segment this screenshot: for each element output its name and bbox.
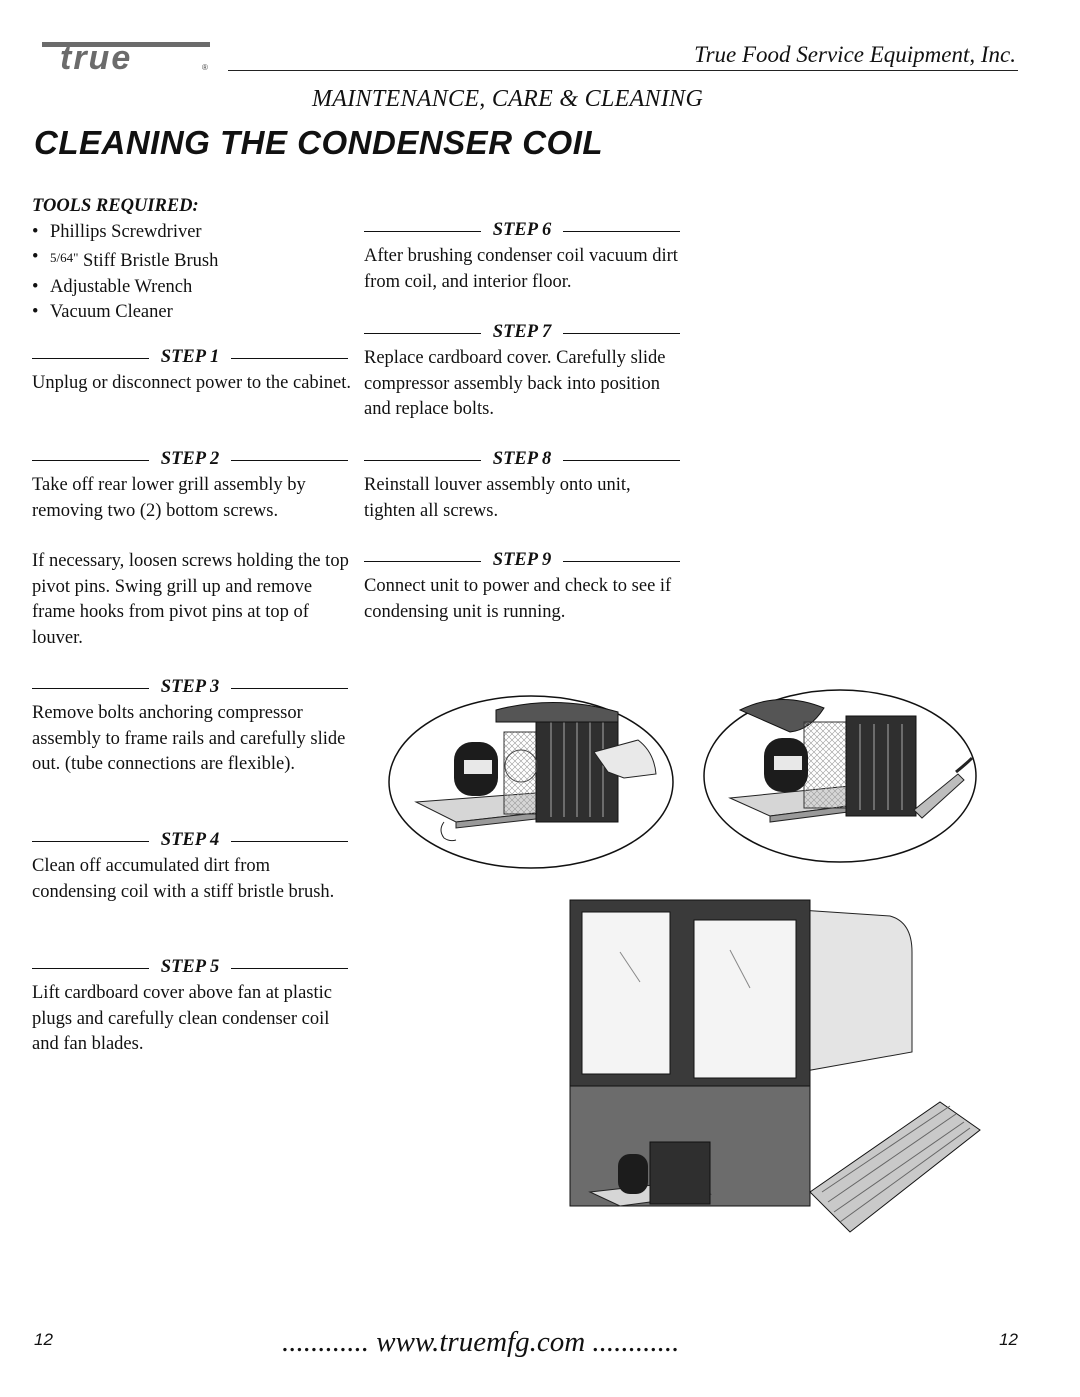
step-4: STEP 4 Clean off accumulated dirt from c… [32,828,352,905]
tool-item-label: Stiff Bristle Brush [83,251,219,271]
tool-item: Phillips Screwdriver [32,220,352,246]
step-heading: STEP 5 [32,955,349,981]
step-heading: STEP 4 [32,828,349,854]
page-number-left: 12 [34,1330,53,1349]
compressor-vacuum-illustration [703,689,977,863]
step-text: Clean off accumulated dirt from condensi… [32,856,335,902]
step-text: Take off rear lower grill assembly by re… [32,475,306,521]
step-3: STEP 3 Remove bolts anchoring compressor… [32,675,352,778]
compressor-brushing-illustration [388,695,674,869]
step-9: STEP 9 Connect unit to power and check t… [364,548,684,625]
svg-text:®: ® [202,63,208,72]
step-heading: STEP 2 [32,447,349,473]
step-text: Unplug or disconnect power to the cabine… [32,373,352,393]
step-text: Replace cardboard cover. Carefully slide… [364,348,666,419]
tools-title: TOOLS REQUIRED: [32,196,199,216]
step-1: STEP 1 Unplug or disconnect power to the… [32,345,352,397]
step-8: STEP 8 Reinstall louver assembly onto un… [364,447,684,524]
step-heading: STEP 1 [32,345,349,371]
tool-item: 5/64" Stiff Bristle Brush [32,245,352,275]
page-number-right: 12 [999,1330,1018,1349]
step-text: If necessary, loosen screws holding the … [32,551,349,648]
cabinet-illustration [569,899,981,1233]
step-text: Reinstall louver assembly onto unit, tig… [364,475,631,521]
step-heading: STEP 7 [364,320,681,346]
step-heading: STEP 8 [364,447,681,473]
step-text: Lift cardboard cover above fan at plasti… [32,983,332,1054]
section-title: MAINTENANCE, CARE & CLEANING [312,86,704,112]
step-7: STEP 7 Replace cardboard cover. Carefull… [364,320,684,423]
page-title: CLEANING THE CONDENSER COIL [34,124,604,161]
step-text: Remove bolts anchoring compressor assemb… [32,703,346,774]
tools-list: Phillips Screwdriver 5/64" Stiff Bristle… [32,220,352,326]
tool-item: Adjustable Wrench [32,275,352,301]
step-text: After brushing condenser coil vacuum dir… [364,246,678,292]
step-text: Connect unit to power and check to see i… [364,576,672,622]
step-2: STEP 2 Take off rear lower grill assembl… [32,447,352,651]
step-5: STEP 5 Lift cardboard cover above fan at… [32,955,352,1058]
tools-section: TOOLS REQUIRED: Phillips Screwdriver 5/6… [32,194,352,326]
step-6: STEP 6 After brushing condenser coil vac… [364,218,684,295]
brush-size: 5/64" [50,250,79,265]
svg-text:true: true [60,39,132,76]
step-heading: STEP 3 [32,675,349,701]
footer-url: ............ www.truemfg.com ...........… [282,1326,680,1358]
true-logo: true ® [42,39,210,76]
step-heading: STEP 9 [364,548,681,574]
header-rule [228,70,1018,71]
company-name: True Food Service Equipment, Inc. [694,42,1016,67]
tool-item: Vacuum Cleaner [32,300,352,326]
step-heading: STEP 6 [364,218,681,244]
